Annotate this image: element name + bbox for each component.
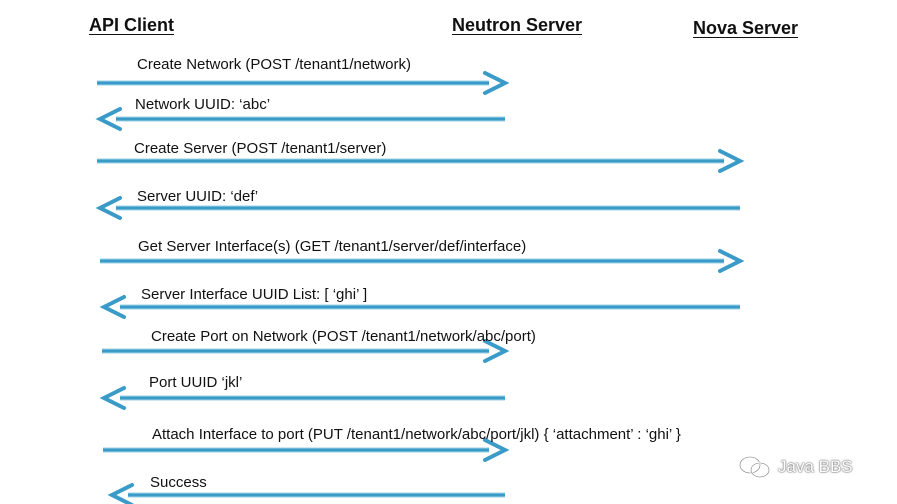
message-arrow (99, 295, 740, 319)
actor-nova-server: Nova Server (693, 18, 799, 38)
message-label-success: Success (150, 474, 207, 491)
message-arrow (95, 196, 740, 220)
message-arrow (97, 149, 745, 173)
message-arrow (95, 107, 505, 131)
wechat-icon (739, 456, 770, 478)
message-label-interface-uuid-list: Server Interface UUID List: [ ‘ghi’ ] (141, 286, 368, 303)
message-label-port-uuid: Port UUID ‘jkl’ (149, 374, 243, 391)
actor-api-client: API Client (89, 15, 175, 35)
actor-neutron-server: Neutron Server (452, 15, 583, 35)
message-arrow (103, 438, 510, 462)
message-arrow (97, 71, 510, 95)
message-arrow (107, 483, 505, 504)
message-label-network-uuid: Network UUID: ‘abc’ (135, 96, 271, 113)
message-arrow (100, 249, 745, 273)
message-label-attach-interface: Attach Interface to port (PUT /tenant1/n… (152, 426, 681, 443)
message-label-create-server: Create Server (POST /tenant1/server) (134, 140, 387, 157)
message-label-create-port: Create Port on Network (POST /tenant1/ne… (151, 328, 536, 345)
message-label-server-uuid: Server UUID: ‘def’ (137, 188, 259, 205)
message-arrow (99, 386, 505, 410)
watermark: Java BBS (738, 455, 853, 479)
message-arrow (102, 339, 510, 363)
watermark-text: Java BBS (778, 457, 853, 476)
message-label-get-server-interfaces: Get Server Interface(s) (GET /tenant1/se… (138, 238, 527, 255)
message-label-create-network: Create Network (POST /tenant1/network) (137, 56, 411, 73)
